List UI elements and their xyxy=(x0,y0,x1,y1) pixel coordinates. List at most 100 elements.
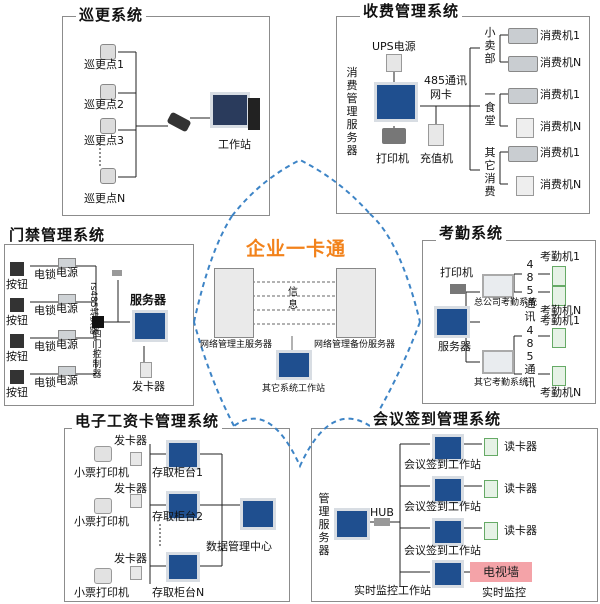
four-door-controller-icon xyxy=(92,316,104,328)
card-reader-label: 读卡器 xyxy=(504,524,537,537)
attendance-machine-icon xyxy=(552,366,566,386)
patrol-title: 巡更系统 xyxy=(76,6,147,24)
patrol-workstation-label: 工作站 xyxy=(218,138,251,151)
backup-server-tower-icon xyxy=(336,268,376,338)
workstation-tower-icon xyxy=(248,98,260,130)
access-title: 门禁管理系统 xyxy=(6,226,109,244)
power-supply-icon xyxy=(58,366,76,376)
pos-label: 消费机1 xyxy=(540,29,580,42)
info-label: 信息 xyxy=(288,287,298,311)
attendance-machine-label: 考勤机1 xyxy=(540,314,580,327)
main-server-label: 网络管理主服务器 xyxy=(200,340,273,350)
patrol-point-icon xyxy=(100,44,116,60)
group-label: 小卖部 xyxy=(484,26,496,65)
meeting-ws-monitor-icon xyxy=(432,434,464,462)
card-reader-icon xyxy=(484,480,498,498)
power-supply-icon xyxy=(58,330,76,340)
lock-label: 电锁 xyxy=(34,268,56,281)
ticket-printer-label: 小票打印机 xyxy=(74,466,129,479)
ticket-printer-icon xyxy=(94,446,112,462)
ticket-printer-label: 小票打印机 xyxy=(74,515,129,528)
lock-label: 电锁 xyxy=(34,304,56,317)
hub-icon xyxy=(374,518,390,526)
pos-label: 消费机1 xyxy=(540,146,580,159)
main-server-tower-icon xyxy=(214,268,254,338)
ticket-printer-icon xyxy=(94,498,112,514)
converter-label: rs485转换器 xyxy=(88,282,98,335)
patrol-point-label: 巡更点1 xyxy=(84,58,124,71)
meeting-ws-label: 会议签到工作站 xyxy=(404,544,481,557)
meeting-ws-monitor-icon xyxy=(432,518,464,546)
hq-system-monitor-icon xyxy=(482,274,514,298)
button-label: 按钮 xyxy=(6,314,28,327)
counter-label: 存取柜台N xyxy=(152,586,205,599)
data-center-monitor-icon xyxy=(240,498,276,530)
recharger-label: 充值机 xyxy=(420,152,453,165)
payroll-card-issuer-label: 发卡器 xyxy=(114,482,147,495)
patrol-point-icon xyxy=(100,84,116,100)
button-icon xyxy=(10,298,24,312)
pos-terminal-icon xyxy=(508,146,538,162)
billing-server-label: 消费管理服务器 xyxy=(346,66,358,157)
other-system-monitor-icon xyxy=(482,350,514,374)
attendance-machine-icon xyxy=(552,286,566,306)
rs485-label-2: 网卡 xyxy=(430,88,452,101)
pos-label: 消费机N xyxy=(540,178,582,191)
attendance-server-label: 服务器 xyxy=(438,340,471,353)
attendance-printer-label: 打印机 xyxy=(440,266,473,279)
billing-printer-label: 打印机 xyxy=(376,152,409,165)
monitor-ws-monitor-icon xyxy=(432,560,464,588)
button-label: 按钮 xyxy=(6,278,28,291)
attendance-machine-icon xyxy=(552,328,566,348)
attendance-title: 考勤系统 xyxy=(436,224,507,242)
card-reader-label: 读卡器 xyxy=(504,440,537,453)
attendance-server-monitor-icon xyxy=(434,306,470,338)
payroll-monitor-icon xyxy=(166,491,200,521)
payroll-monitor-icon xyxy=(166,440,200,470)
attendance-machine-label: 考勤机1 xyxy=(540,250,580,263)
card-issuer-icon xyxy=(130,494,142,508)
card-issuer-icon xyxy=(140,362,152,378)
card-reader-label: 读卡器 xyxy=(504,482,537,495)
attendance-machine-label: 考勤机N xyxy=(540,386,582,399)
attendance-machine-label: 考勤机N xyxy=(540,304,582,317)
backup-server-label: 网络管理备份服务器 xyxy=(314,340,396,350)
converter-icon xyxy=(112,270,122,276)
keypad-terminal-icon xyxy=(516,176,534,196)
tv-wall: 电视墙 xyxy=(470,562,532,582)
other-system-label: 其它考勤系统 xyxy=(474,378,529,388)
card-reader-icon xyxy=(484,438,498,456)
patrol-point-label: 巡更点2 xyxy=(84,98,124,111)
rs485-label: 485通讯 xyxy=(524,258,536,323)
pos-label: 消费机N xyxy=(540,56,582,69)
patrol-point-label: 巡更点N xyxy=(84,192,126,205)
access-card-issuer-label: 发卡器 xyxy=(132,380,165,393)
power-label: 电源 xyxy=(56,266,78,279)
meeting-ws-label: 会议签到工作站 xyxy=(404,458,481,471)
other-ws-label: 其它系统工作站 xyxy=(262,384,326,394)
hub-label: HUB xyxy=(370,506,394,519)
patrol-point-label: 巡更点3 xyxy=(84,134,124,147)
pos-terminal-icon xyxy=(508,88,538,104)
group-label: 其它消费 xyxy=(484,146,496,198)
payroll-monitor-icon xyxy=(166,552,200,582)
meeting-ws-label: 会议签到工作站 xyxy=(404,500,481,513)
button-icon xyxy=(10,334,24,348)
patrol-point-icon xyxy=(100,168,116,184)
pos-terminal-icon xyxy=(508,28,538,44)
data-center-label: 数据管理中心 xyxy=(206,540,272,553)
button-label: 按钮 xyxy=(6,386,28,399)
lock-label: 电锁 xyxy=(34,376,56,389)
pos-label: 消费机1 xyxy=(540,88,580,101)
counter-label: 存取柜台2 xyxy=(152,510,203,523)
rs485-label-1: 485通讯 xyxy=(424,74,467,87)
power-label: 电源 xyxy=(56,338,78,351)
ticket-printer-label: 小票打印机 xyxy=(74,586,129,599)
ups-icon xyxy=(386,54,402,72)
group-label: 一食堂 xyxy=(484,88,496,127)
payroll-card-issuer-label: 发卡器 xyxy=(114,434,147,447)
meeting-server-monitor-icon xyxy=(334,508,370,540)
rs485-label: 485通讯 xyxy=(524,324,536,389)
meeting-ws-monitor-icon xyxy=(432,476,464,504)
